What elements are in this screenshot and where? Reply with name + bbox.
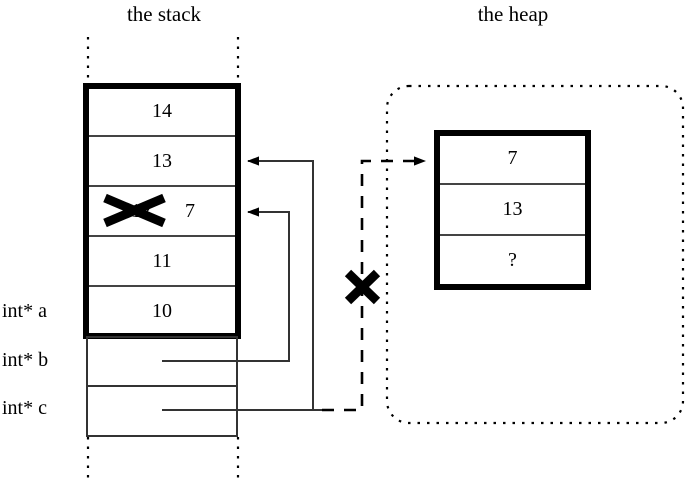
stack-cell-value-0: 14 (152, 100, 172, 122)
stack-cell-value-4: 10 (152, 300, 172, 322)
pointer-arrow-b (162, 207, 290, 362)
dangling-pointer-dashed (322, 156, 426, 412)
heap-cell-value-1: 13 (502, 198, 523, 220)
heap-title: the heap (477, 2, 549, 26)
stack-guide-dotted-top (86, 37, 240, 86)
pointer-arrow-a (247, 156, 314, 410)
invalidation-x-icon (344, 269, 381, 305)
stack-title: the stack (126, 2, 202, 26)
heap-cell-value-2: ? (508, 249, 517, 271)
stack-cell-value-3: 11 (152, 250, 172, 272)
stack-cell-note-2: 7 (185, 200, 195, 222)
stack-cell-value-1: 13 (152, 150, 172, 172)
stack-guide-dotted-bottom (86, 437, 240, 484)
variable-label-c: int* c (2, 397, 47, 419)
variable-label-a: int* a (2, 300, 47, 322)
heap-cell-value-0: 7 (507, 147, 518, 169)
stack-pointer-slots (86, 336, 238, 437)
variable-label-b: int* b (2, 349, 49, 371)
